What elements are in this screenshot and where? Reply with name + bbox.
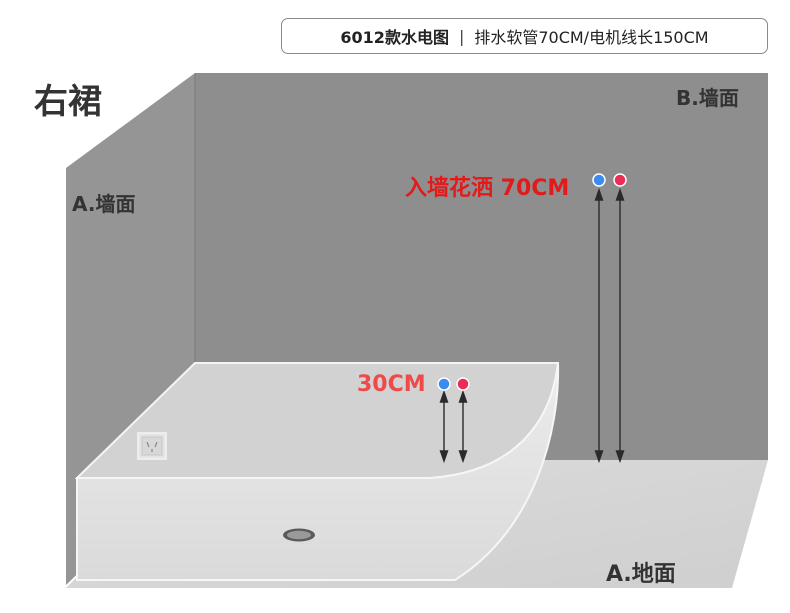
shower-inlet-label: 入墙花洒 70CM [405, 176, 570, 201]
hot-water-dot-icon [456, 377, 470, 391]
spec-banner: 6012款水电图 | 排水软管70CM/电机线长150CM [281, 18, 768, 54]
tub-skirt [76, 362, 560, 581]
spec-separator: | [458, 26, 465, 46]
wall-a-label: A.墙面 [72, 192, 136, 216]
cold-water-dot-icon [592, 173, 606, 187]
cold-water-dot-icon [437, 377, 451, 391]
spec-details: 排水软管70CM/电机线长150CM [474, 28, 709, 47]
floor-label: A.地面 [606, 562, 676, 587]
model-name: 6012款水电图 [340, 28, 449, 47]
wall-b-label: B.墙面 [676, 86, 739, 110]
diagram-title: 右裙 [34, 82, 102, 122]
hot-water-dot-icon [613, 173, 627, 187]
shower-dimension [594, 187, 625, 464]
tub-inlet-dimension [439, 389, 468, 464]
power-socket-icon [137, 432, 167, 460]
tub-inlet-label: 30CM [357, 372, 426, 397]
drain-icon [283, 528, 315, 542]
